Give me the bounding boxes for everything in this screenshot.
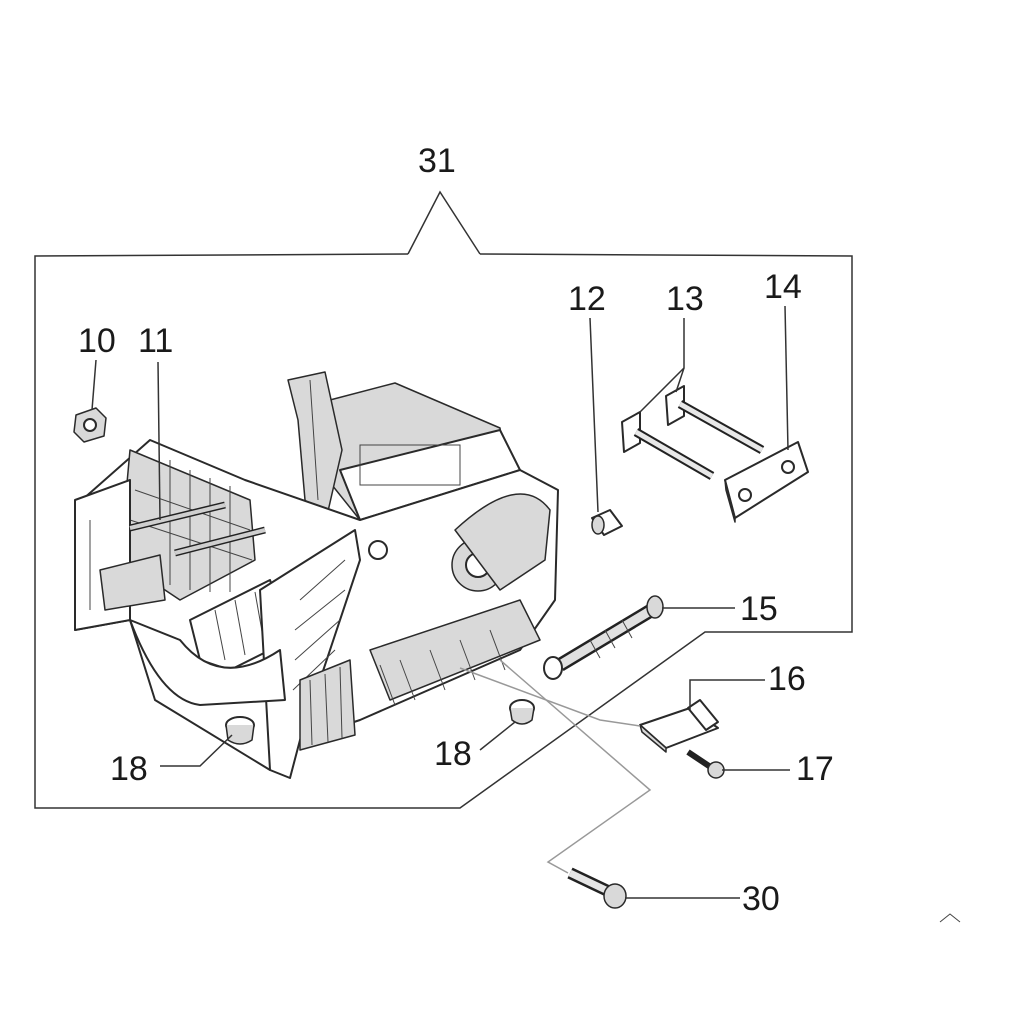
part-17-screw <box>686 749 725 779</box>
callout-15: 15 <box>740 590 778 628</box>
callout-14: 14 <box>764 268 802 306</box>
part-10-nut <box>73 407 107 443</box>
part-16-bracket <box>639 699 719 753</box>
callout-12: 12 <box>568 280 606 318</box>
part-11-studs <box>129 501 266 557</box>
callout-10: 10 <box>78 322 116 360</box>
callout-13: 13 <box>666 280 704 318</box>
part-18-plug-left <box>225 716 255 745</box>
part-14-plate <box>724 441 809 523</box>
assembly-31-outline <box>34 190 853 809</box>
part-18-plug-right <box>509 699 535 725</box>
callout-11: 11 <box>138 322 173 360</box>
leader-lines <box>91 305 790 899</box>
part-15-shaft <box>543 595 664 680</box>
callout-30: 30 <box>742 880 780 918</box>
guide-lines <box>459 659 652 874</box>
edge-mark <box>939 913 961 923</box>
callout-17: 17 <box>796 750 834 788</box>
crankcase-housing <box>74 371 559 779</box>
part-13-bolts <box>621 385 765 480</box>
callout-18-right: 18 <box>434 735 472 773</box>
callout-18-left: 18 <box>110 750 148 788</box>
part-12-pin <box>591 509 623 536</box>
part-30-bolt <box>567 867 627 909</box>
callout-16: 16 <box>768 660 806 698</box>
callout-31: 31 <box>418 142 456 180</box>
